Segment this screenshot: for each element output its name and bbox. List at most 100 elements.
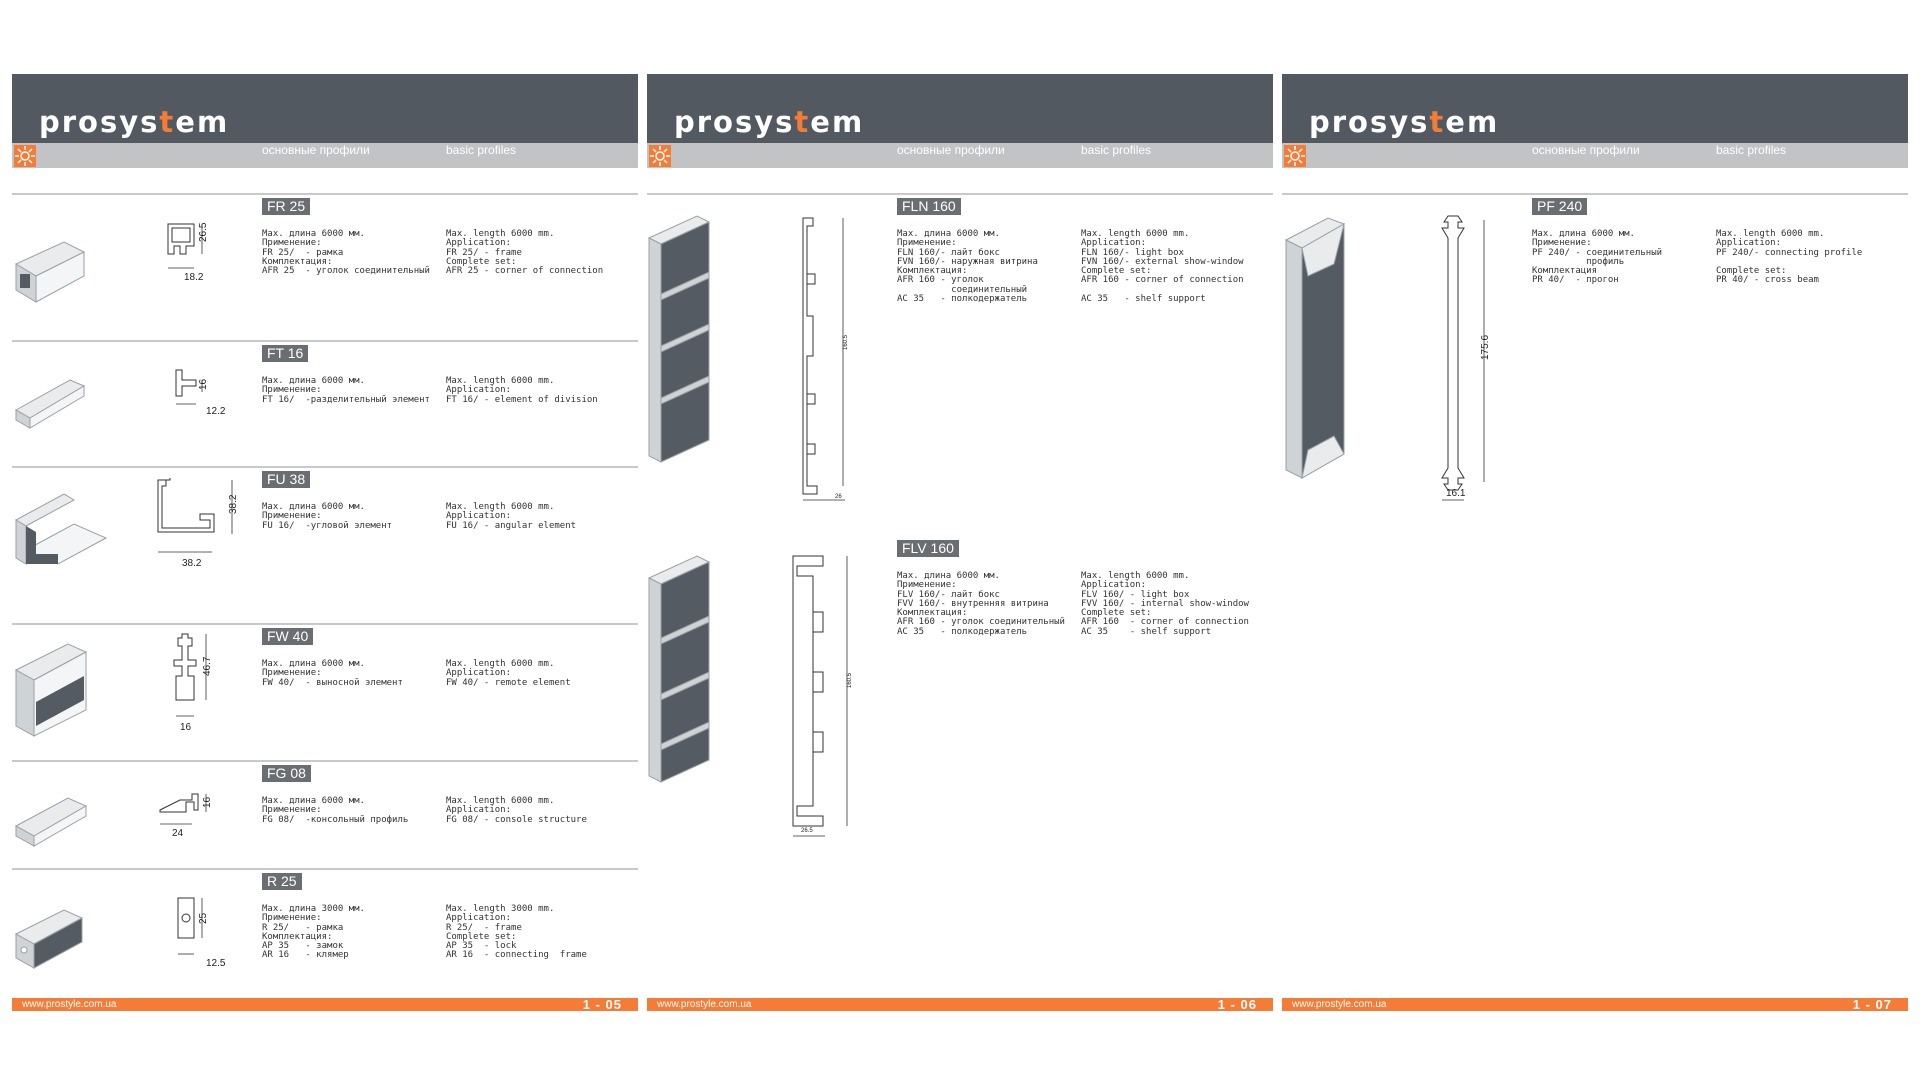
- divider: [12, 193, 638, 195]
- brand-logo: prosystem: [674, 105, 865, 139]
- page-number: 1 - 07: [1852, 997, 1892, 1012]
- profile-cross-section: 46.7 16: [173, 633, 213, 733]
- footer-url[interactable]: www.prostyle.com.ua: [22, 999, 117, 1010]
- header-strip: [12, 143, 638, 168]
- dimension-label: 16: [180, 722, 192, 733]
- page-footer: www.prostyle.com.ua 1 - 06: [647, 998, 1273, 1011]
- divider: [1282, 193, 1908, 195]
- profile-cross-section: 175.6 16.1: [1441, 215, 1491, 501]
- profile-tag: FT 16: [262, 345, 309, 362]
- profile-tag: PF 240: [1532, 198, 1588, 215]
- profile-cross-section: 26.5 18.2: [167, 222, 209, 283]
- spec-en: Max. length 6000 mm. Application: FLV 16…: [1081, 571, 1249, 637]
- dimension-label: 12.5: [206, 958, 226, 969]
- spec-en: Max. length 6000 mm. Application: FU 16/…: [446, 502, 577, 531]
- catalog-page-2: prosystem основные профили basic profile…: [647, 74, 1273, 1014]
- dimension-label: 16: [198, 378, 209, 390]
- page-header: prosystem основные профили basic profile…: [1282, 74, 1908, 168]
- subtitle-en: basic profiles: [1081, 143, 1152, 157]
- profile-3d-render: [14, 797, 88, 847]
- header-strip: [1282, 143, 1908, 168]
- dimension-label: 160.5: [843, 334, 849, 350]
- divider: [12, 340, 638, 342]
- profile-3d-render: [14, 379, 86, 429]
- profile-cross-section: 160.5 26.5: [792, 555, 853, 837]
- dimension-label: 46.7: [202, 656, 213, 676]
- spec-en: Max. length 3000 mm. Application: R 25/ …: [446, 904, 587, 961]
- profile-tag: FLN 160: [897, 198, 961, 215]
- profile-3d-render: [647, 215, 711, 463]
- profile-cross-section: 16 12.2: [175, 369, 226, 417]
- page-header: prosystem основные профили basic profile…: [12, 74, 638, 168]
- profile-3d-render: [1284, 217, 1346, 479]
- spec-en: Max. length 6000 mm. Application: PF 240…: [1716, 229, 1863, 286]
- footer-url[interactable]: www.prostyle.com.ua: [657, 999, 752, 1010]
- spec-ru: Max. длина 3000 мм. Применение: R 25/ - …: [262, 904, 365, 961]
- profile-cross-section: 25 12.5: [177, 897, 226, 969]
- profile-3d-render: [14, 643, 88, 737]
- spec-en: Max. length 6000 mm. Application: FG 08/…: [446, 796, 587, 825]
- page-footer: www.prostyle.com.ua 1 - 05: [12, 998, 638, 1011]
- dimension-label: 25: [198, 912, 209, 924]
- profile-tag: FLV 160: [897, 540, 959, 557]
- catalog-page-1: prosystem основные профили basic profile…: [12, 74, 638, 1014]
- profile-cross-section: 16 24: [159, 793, 213, 839]
- subtitle-ru: основные профили: [1532, 143, 1640, 157]
- dimension-label: 26.5: [801, 828, 813, 834]
- subtitle-ru: основные профили: [262, 143, 370, 157]
- dimension-label: 24: [172, 828, 184, 839]
- brand-logo: prosystem: [1309, 105, 1500, 139]
- profile-tag: FG 08: [262, 765, 311, 782]
- profile-tag: FR 25: [262, 198, 311, 215]
- profile-3d-render: [647, 555, 711, 783]
- subtitle-en: basic profiles: [446, 143, 517, 157]
- dimension-label: 38.2: [182, 558, 202, 569]
- dimension-label: 16.1: [1446, 488, 1466, 499]
- page-header: prosystem основные профили basic profile…: [647, 74, 1273, 168]
- profile-3d-render: [14, 493, 108, 565]
- spec-en: Max. length 6000 mm. Application: FT 16/…: [446, 376, 598, 405]
- catalog-page-3: prosystem основные профили basic profile…: [1282, 74, 1908, 1014]
- subtitle-ru: основные профили: [897, 143, 1005, 157]
- footer-url[interactable]: www.prostyle.com.ua: [1292, 999, 1387, 1010]
- divider: [647, 193, 1273, 195]
- spec-ru: Max. длина 6000 мм. Применение: FU 16/ -…: [262, 502, 393, 531]
- spec-ru: Max. длина 6000 мм. Применение: FW 40/ -…: [262, 659, 403, 688]
- divider: [12, 623, 638, 625]
- page-number: 1 - 05: [582, 997, 622, 1012]
- dimension-label: 175.6: [1480, 335, 1491, 360]
- dimension-label: 26: [835, 494, 842, 500]
- header-strip: [647, 143, 1273, 168]
- divider: [12, 868, 638, 870]
- spec-ru: Max. длина 6000 мм. Применение: FG 08/ -…: [262, 796, 409, 825]
- dimension-label: 26.5: [198, 222, 209, 242]
- sun-icon: [14, 145, 36, 167]
- spec-ru: Max. длина 6000 мм. Применение: FLN 160/…: [897, 229, 1038, 305]
- spec-en: Max. length 6000 mm. Application: FLN 16…: [1081, 229, 1244, 305]
- dimension-label: 16: [202, 796, 213, 808]
- profile-tag: FU 38: [262, 471, 311, 488]
- divider: [12, 760, 638, 762]
- spec-ru: Max. длина 6000 мм. Применение: FT 16/ -…: [262, 376, 430, 405]
- dimension-label: 160.5: [847, 672, 853, 688]
- profile-tag: R 25: [262, 873, 302, 890]
- spec-en: Max. length 6000 mm. Application: FR 25/…: [446, 229, 604, 277]
- brand-logo: prosystem: [39, 105, 230, 139]
- page-number: 1 - 06: [1217, 997, 1257, 1012]
- dimension-label: 12.2: [206, 406, 226, 417]
- spec-ru: Max. длина 6000 мм. Применение: FR 25/ -…: [262, 229, 430, 277]
- profile-3d-render: [14, 909, 84, 969]
- sun-icon: [1284, 145, 1306, 167]
- spec-ru: Max. длина 6000 мм. Применение: PF 240/ …: [1532, 229, 1663, 286]
- sun-icon: [649, 145, 671, 167]
- profile-3d-render: [14, 241, 86, 303]
- divider: [12, 466, 638, 468]
- spec-en: Max. length 6000 mm. Application: FW 40/…: [446, 659, 571, 688]
- subtitle-en: basic profiles: [1716, 143, 1787, 157]
- dimension-label: 38.2: [228, 494, 239, 514]
- spec-ru: Max. длина 6000 мм. Применение: FLV 160/…: [897, 571, 1065, 637]
- page-footer: www.prostyle.com.ua 1 - 07: [1282, 998, 1908, 1011]
- profile-cross-section: 38.2 38.2: [157, 478, 239, 569]
- profile-tag: FW 40: [262, 628, 314, 645]
- profile-cross-section: 160.5 26: [802, 217, 849, 501]
